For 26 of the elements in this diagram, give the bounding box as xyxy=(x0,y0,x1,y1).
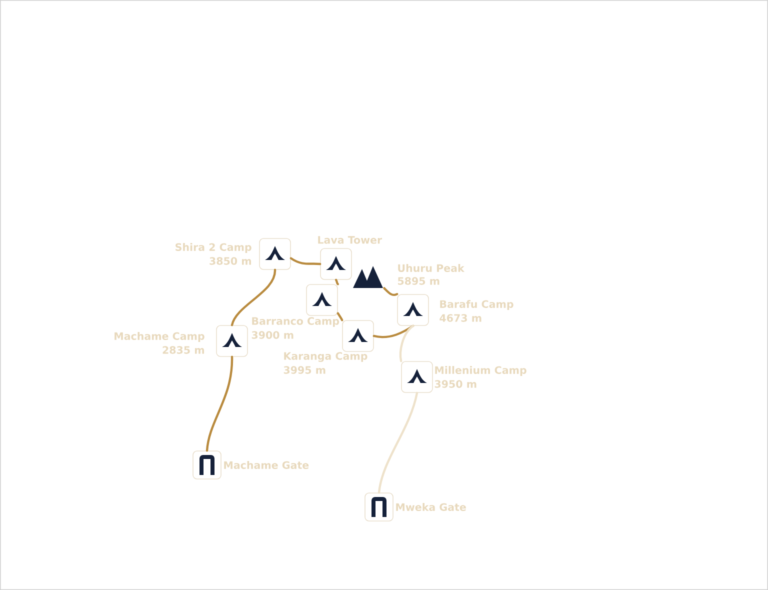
trail-line xyxy=(383,287,398,296)
place-name: Barafu Camp xyxy=(440,300,514,310)
trail-line xyxy=(336,312,344,322)
elevation-label: 3950 m xyxy=(434,380,476,388)
place-name: Karanga Camp xyxy=(284,352,368,362)
trail-line xyxy=(206,356,234,452)
elevation-label: 4673 m xyxy=(440,314,482,322)
elevation-label: 3850 m xyxy=(210,257,251,265)
place-name: Millenium Camp xyxy=(435,366,526,376)
place-name: Machame Gate xyxy=(224,461,309,469)
trail-line xyxy=(372,324,414,338)
place-name: Barranco Camp xyxy=(252,317,340,327)
place-name: Machame Camp xyxy=(114,332,204,342)
elevation-label: 5895 m xyxy=(398,277,440,285)
trail-line xyxy=(399,324,414,362)
place-name: Lava Tower xyxy=(318,236,382,244)
trail-line xyxy=(378,392,418,494)
trail-line xyxy=(334,278,340,286)
place-name: Mweka Gate xyxy=(396,503,466,511)
place-name: Shira 2 Camp xyxy=(176,243,252,253)
trail-line xyxy=(230,268,276,326)
elevation-label: 2835 m xyxy=(162,346,204,354)
place-name: Uhuru Peak xyxy=(398,264,464,272)
trail-line xyxy=(290,257,322,266)
elevation-label: 3995 m xyxy=(284,366,326,374)
elevation-label: 3900 m xyxy=(252,331,294,339)
